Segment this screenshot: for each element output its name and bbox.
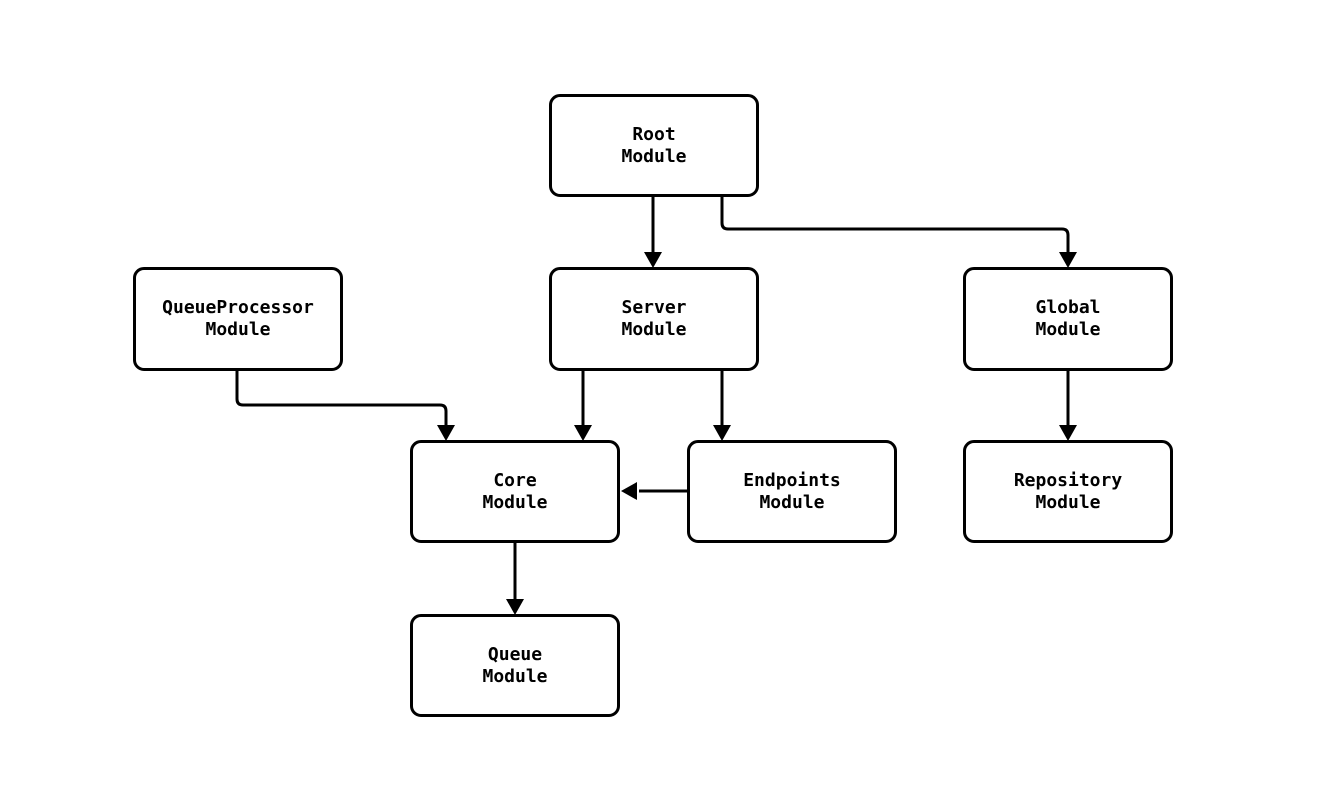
node-label-root: Root Module <box>621 123 687 167</box>
node-endpoints[interactable]: Endpoints Module <box>687 440 897 543</box>
arrowhead-server-endpoints <box>713 425 731 441</box>
node-server[interactable]: Server Module <box>549 267 759 371</box>
node-label-queue: Queue Module <box>482 643 548 687</box>
node-queue[interactable]: Queue Module <box>410 614 620 717</box>
node-label-global: Global Module <box>1035 297 1101 340</box>
node-label-queueprocessor: QueueProcessor Module <box>162 297 314 340</box>
arrowhead-server-core <box>574 425 592 441</box>
edge-queueprocessor-core <box>235 371 448 425</box>
node-global[interactable]: Global Module <box>963 267 1173 371</box>
node-label-repository: Repository Module <box>1013 469 1123 513</box>
node-repository[interactable]: Repository Module <box>963 440 1173 543</box>
node-label-core: Core Module <box>482 469 548 513</box>
edge-root-global <box>720 197 1070 252</box>
node-core[interactable]: Core Module <box>410 440 620 543</box>
arrowhead-queueprocessor-core <box>437 425 455 441</box>
node-label-endpoints: Endpoints Module <box>743 469 841 513</box>
node-root[interactable]: Root Module <box>549 94 759 197</box>
arrowhead-endpoints-core <box>621 482 637 500</box>
arrowhead-root-global <box>1059 252 1077 268</box>
arrowhead-core-queue <box>506 599 524 615</box>
node-label-server: Server Module <box>621 297 687 340</box>
arrowhead-root-server <box>644 252 662 268</box>
arrowhead-global-repository <box>1059 425 1077 441</box>
node-queueprocessor[interactable]: QueueProcessor Module <box>133 267 343 371</box>
